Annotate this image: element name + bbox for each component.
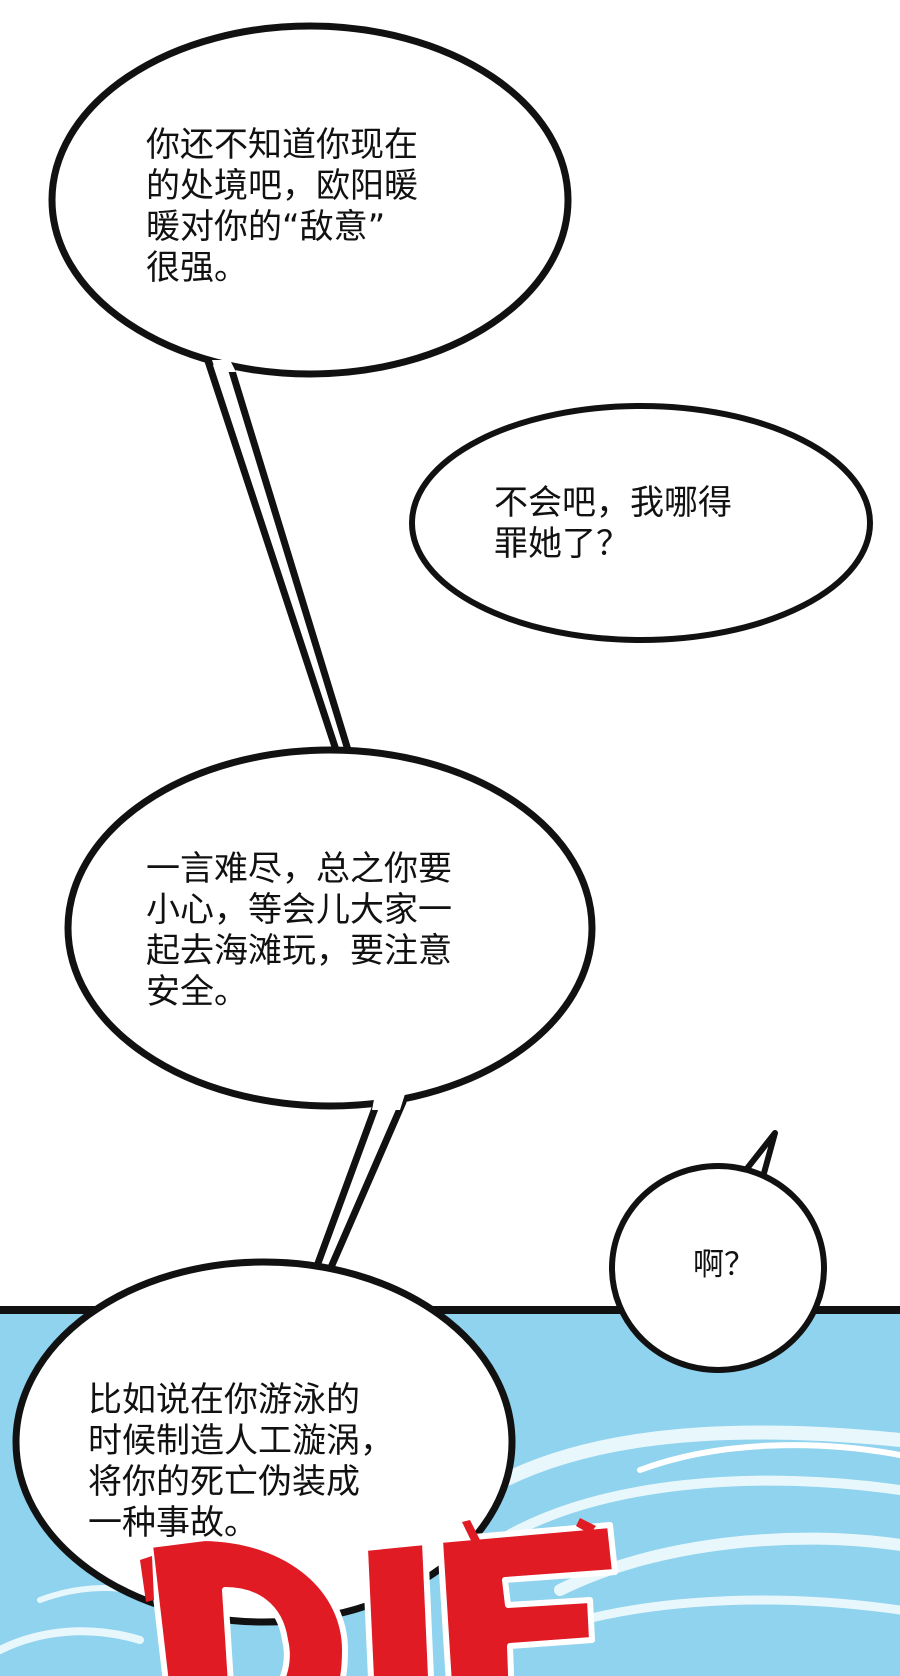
dialogue-line: 你还不知道你现在	[146, 125, 418, 165]
die-sfx-lettering	[140, 1518, 618, 1676]
speech-text-surprised-reply: 啊？	[693, 1245, 755, 1286]
dialogue-line: 一种事故。	[88, 1503, 258, 1543]
speech-text-warning-detail: 一言难尽，总之你要 小心，等会儿大家一 起去海滩玩，要注意 安全。	[146, 849, 452, 1013]
dialogue-line: 的处境吧，欧阳暖	[146, 166, 418, 206]
speech-bubble	[409, 403, 873, 643]
speech-text-warning-intro: 你还不知道你现在 的处境吧，欧阳暖 暖对你的“敌意” 很强。	[146, 125, 418, 289]
dialogue-line: 将你的死亡伪装成	[88, 1462, 360, 1502]
speech-bubble-tail	[201, 348, 352, 760]
dialogue-line: 罪她了？	[494, 524, 630, 564]
speech-text-protagonist-reply: 不会吧，我哪得 罪她了？	[494, 483, 732, 565]
dialogue-line: 暖对你的“敌意”	[146, 207, 386, 247]
speech-bubble	[12, 1258, 516, 1626]
dialogue-line: 小心，等会儿大家一	[146, 890, 452, 930]
dialogue-line: 比如说在你游泳的	[88, 1380, 360, 1420]
speech-bubble	[64, 746, 596, 1110]
dialogue-line: 时候制造人工漩涡，	[88, 1421, 394, 1461]
dialogue-line: 一言难尽，总之你要	[146, 849, 452, 889]
speech-text-threat-example: 比如说在你游泳的 时候制造人工漩涡， 将你的死亡伪装成 一种事故。	[88, 1380, 394, 1544]
dialogue-line: 安全。	[146, 972, 248, 1012]
speech-bubble	[48, 22, 572, 378]
speech-bubble	[609, 1163, 827, 1373]
dialogue-line: 很强。	[146, 248, 248, 288]
dialogue-line: 起去海滩玩，要注意	[146, 931, 452, 971]
dialogue-line: 不会吧，我哪得	[494, 483, 732, 523]
speech-bubble-tail	[306, 1096, 407, 1292]
dialogue-line: 啊？	[693, 1247, 755, 1283]
